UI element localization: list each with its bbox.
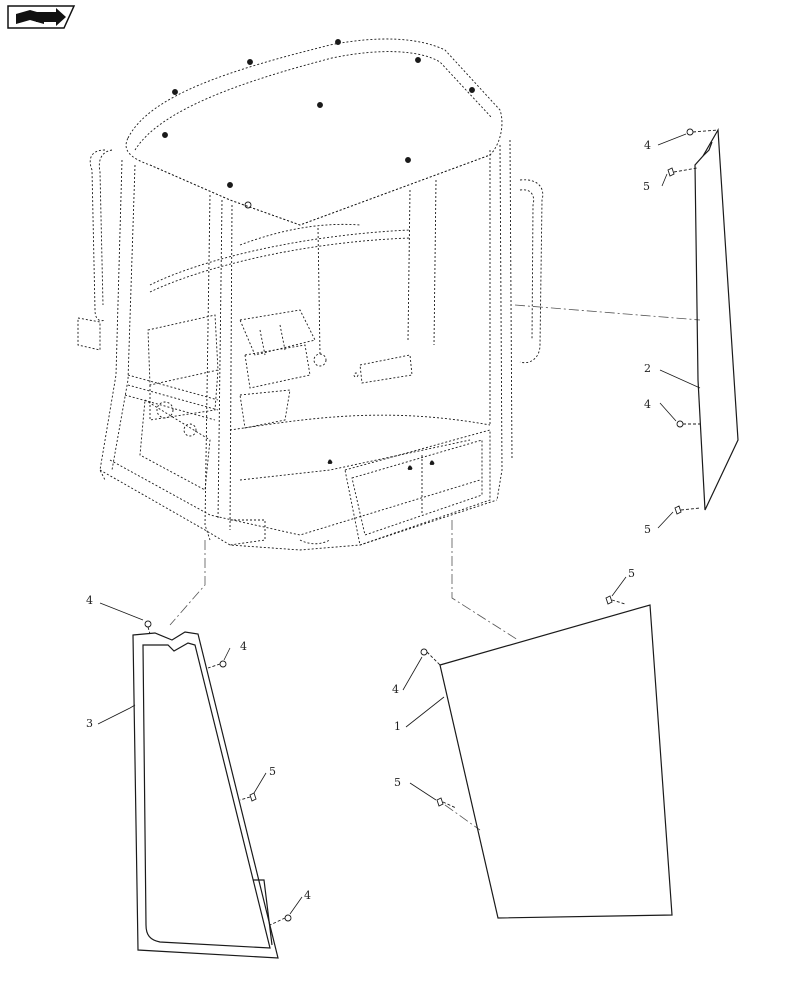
projection-line-right-glass [514, 304, 701, 321]
clip-item-5-front-top [605, 595, 626, 605]
callout-5-front-top: 5 [628, 567, 635, 580]
callout-5-top-right: 5 [643, 180, 650, 193]
cab-roof [125, 38, 503, 226]
callout-4-left-bottom: 4 [304, 889, 311, 902]
bolt-item-4-left-mid [207, 660, 227, 669]
front-glass [439, 604, 673, 919]
right-side-glass [694, 127, 739, 511]
control-console [139, 314, 219, 491]
floor-pedals [313, 353, 413, 465]
bolt-item-4-left-top [144, 620, 152, 635]
operator-seat [239, 309, 316, 429]
callout-3-left: 3 [86, 717, 93, 730]
right-handrail [519, 179, 544, 364]
bolt-item-4-left-bottom [269, 914, 292, 926]
bolt-item-4-right [676, 420, 700, 428]
bolt-item-4-front [420, 648, 441, 666]
front-lower-panel [344, 429, 491, 546]
callout-4-front: 4 [392, 683, 399, 696]
left-handrail [89, 149, 106, 322]
callout-4-right: 4 [644, 398, 651, 411]
callout-5-left: 5 [269, 765, 276, 778]
callout-labels: 4 5 2 4 5 4 4 3 5 4 5 4 1 5 [86, 139, 651, 902]
hardware-items [144, 128, 719, 926]
callout-4-left-top: 4 [86, 594, 93, 607]
callout-5-front-mid: 5 [394, 776, 401, 789]
callout-4-top-right: 4 [644, 139, 651, 152]
cab-assembly [77, 38, 544, 551]
navigation-badge[interactable] [7, 5, 76, 29]
clip-item-5-right [674, 505, 701, 515]
book-arrow-icon [16, 8, 66, 26]
left-side-glass [132, 631, 279, 959]
callout-5-right: 5 [644, 523, 651, 536]
projection-line-front-glass [451, 520, 519, 641]
clip-item-5-top-right [667, 167, 698, 177]
right-rear-post [407, 189, 411, 341]
projection-lines [169, 304, 701, 831]
callout-2-right: 2 [644, 362, 651, 375]
left-front-post [99, 159, 123, 481]
bolt-item-4-top-right [686, 128, 719, 136]
clip-item-5-left [239, 792, 257, 802]
clip-item-5-front-mid [436, 797, 457, 809]
projection-line-left-glass [169, 540, 206, 626]
callout-4-left-mid: 4 [240, 640, 247, 653]
callout-leaders [97, 133, 701, 915]
left-rear-post [204, 194, 211, 541]
roof-bolts [162, 39, 475, 209]
callout-1-front: 1 [394, 720, 401, 733]
